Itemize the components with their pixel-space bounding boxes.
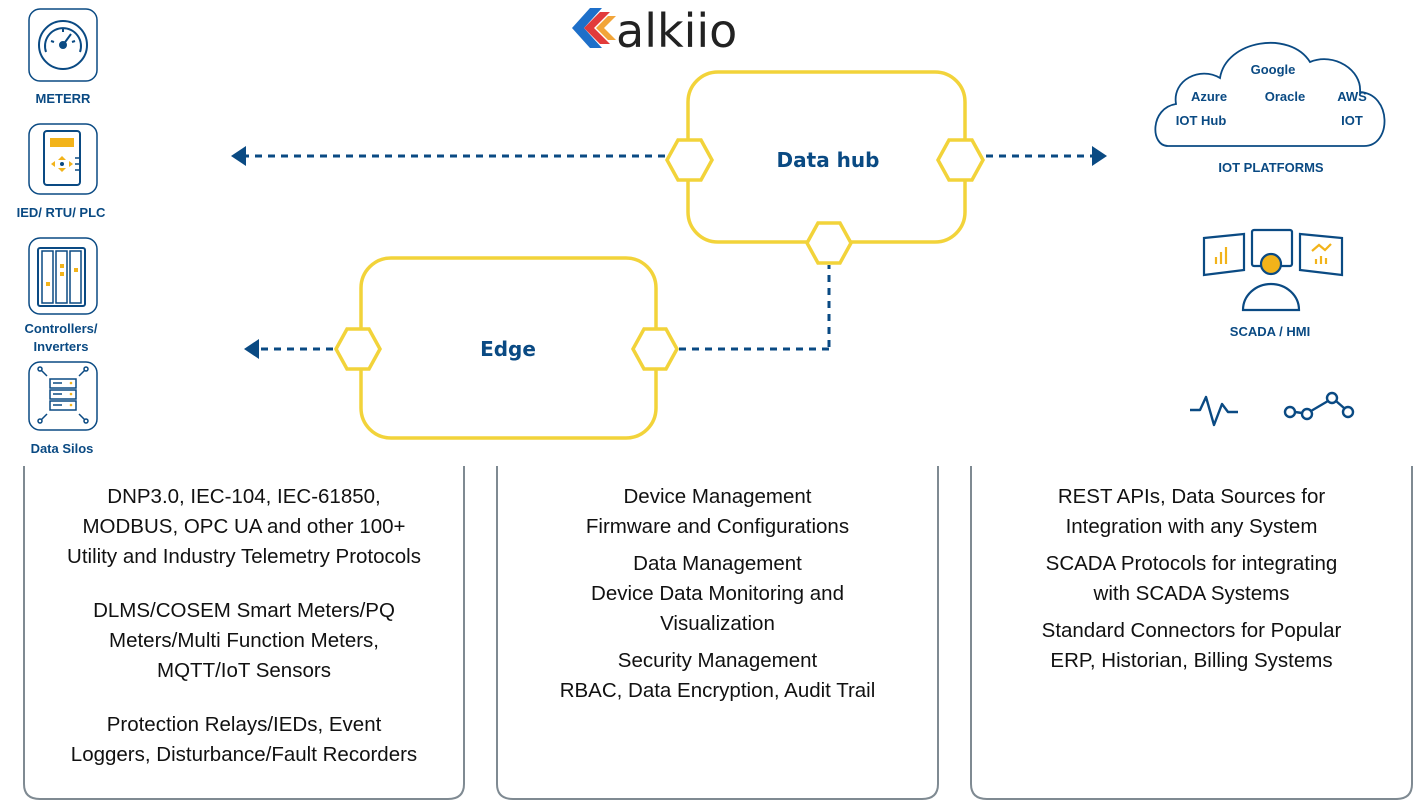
logo-text: alkiio	[616, 4, 737, 58]
scada-operator-icon	[1202, 228, 1344, 312]
scada-protocols-line: SCADA Protocols for integrating	[1045, 552, 1338, 575]
data-hub-left-connector	[665, 138, 714, 182]
server-icon	[37, 366, 89, 424]
connectors-line: ERP, Historian, Billing Systems	[1050, 649, 1333, 672]
scada-hmi: SCADA / HMI	[1202, 228, 1344, 339]
inverter-rack-icon	[37, 247, 86, 307]
scada-label: SCADA / HMI	[1230, 324, 1310, 339]
edge-label: Edge	[480, 337, 536, 361]
logo-chevron-blue	[572, 8, 602, 48]
panel-middle-frame	[496, 466, 939, 800]
logo-chevron-orange	[596, 16, 616, 40]
data-hub-bottom-connector	[805, 221, 853, 265]
protocols-column: DNP3.0, IEC-104, IEC-61850, MODBUS, OPC …	[24, 482, 464, 770]
bottom-panels	[23, 466, 1413, 800]
cloud-oracle: Oracle	[1265, 89, 1305, 104]
meters-line: Meters/Multi Function Meters,	[109, 629, 379, 652]
meters-line: MQTT/IoT Sensors	[157, 659, 331, 682]
cloud-iot-hub: IOT Hub	[1176, 113, 1227, 128]
data-hub-right-connector	[936, 138, 985, 182]
edge-node: Edge	[334, 256, 679, 440]
protocols-line: MODBUS, OPC UA and other 100+	[82, 515, 406, 538]
arrow-right-icon	[1092, 146, 1107, 166]
data-mgmt-line: Data Management	[633, 552, 802, 575]
ied-label: IED/ RTU/ PLC	[17, 205, 106, 220]
security-mgmt-line: RBAC, Data Encryption, Audit Trail	[559, 679, 876, 702]
data-hub-label: Data hub	[777, 148, 880, 172]
cloud-azure: Azure	[1191, 89, 1227, 104]
rest-api-line: Integration with any System	[1065, 515, 1318, 538]
controllers-device: Controllers/ Inverters	[25, 237, 98, 354]
cloud-aws: AWS	[1337, 89, 1367, 104]
edge-right-connector	[631, 327, 679, 371]
kalkiio-logo: alkiio	[572, 4, 737, 58]
connectors-line: Standard Connectors for Popular	[1041, 619, 1342, 642]
silos-label: Data Silos	[31, 441, 94, 456]
connected-nodes-icon	[1283, 391, 1355, 421]
edge-left-connector	[334, 327, 382, 371]
controllers-icon-frame	[28, 237, 98, 315]
data-hub: Data hub	[665, 70, 985, 265]
gauge-icon	[38, 20, 88, 70]
meter-device: METERR	[28, 8, 98, 106]
data-mgmt-line: Visualization	[660, 612, 775, 635]
arrow-left-top-icon	[231, 146, 246, 166]
ied-device: IED/ RTU/ PLC	[17, 123, 106, 220]
security-mgmt-line: Security Management	[617, 649, 818, 672]
meter-label: METERR	[36, 91, 92, 106]
data-mgmt-line: Device Data Monitoring and	[591, 582, 844, 605]
silos-icon-frame	[28, 361, 98, 431]
protocols-line: DNP3.0, IEC-104, IEC-61850,	[107, 485, 381, 508]
ied-icon-frame	[28, 123, 98, 195]
cloud-iot: IOT	[1341, 113, 1363, 128]
meter-icon-frame	[28, 8, 98, 82]
panel-left-frame	[23, 466, 465, 800]
connector-lines	[246, 154, 1093, 351]
waveform-icon	[1190, 395, 1238, 427]
scada-protocols-line: with SCADA Systems	[1093, 582, 1290, 605]
iot-platforms-label: IOT PLATFORMS	[1218, 160, 1324, 175]
relays-line: Loggers, Disturbance/Fault Recorders	[70, 743, 418, 766]
device-mgmt-line: Device Management	[623, 485, 812, 508]
integration-column: REST APIs, Data Sources for Integration …	[971, 482, 1412, 676]
relays-line: Protection Relays/IEDs, Event	[106, 713, 382, 736]
protocols-line: Utility and Industry Telemetry Protocols	[67, 545, 421, 568]
logo-chevron-red	[584, 12, 610, 44]
plc-icon	[43, 130, 81, 186]
meters-line: DLMS/COSEM Smart Meters/PQ	[93, 599, 395, 622]
rest-api-line: REST APIs, Data Sources for	[1057, 485, 1326, 508]
device-mgmt-line: Firmware and Configurations	[585, 515, 850, 538]
arrow-left-bottom-icon	[244, 339, 259, 359]
data-silos-device: Data Silos	[28, 361, 98, 456]
iot-cloud: Google Azure Oracle AWS IOT Hub IOT IOT …	[1154, 41, 1386, 175]
controllers-label-line2: Inverters	[34, 339, 89, 354]
panel-right-frame	[970, 466, 1413, 800]
controllers-label-line1: Controllers/	[25, 321, 98, 336]
cloud-icon	[1154, 41, 1386, 147]
management-column: Device Management Firmware and Configura…	[497, 482, 938, 706]
cloud-google: Google	[1251, 62, 1296, 77]
